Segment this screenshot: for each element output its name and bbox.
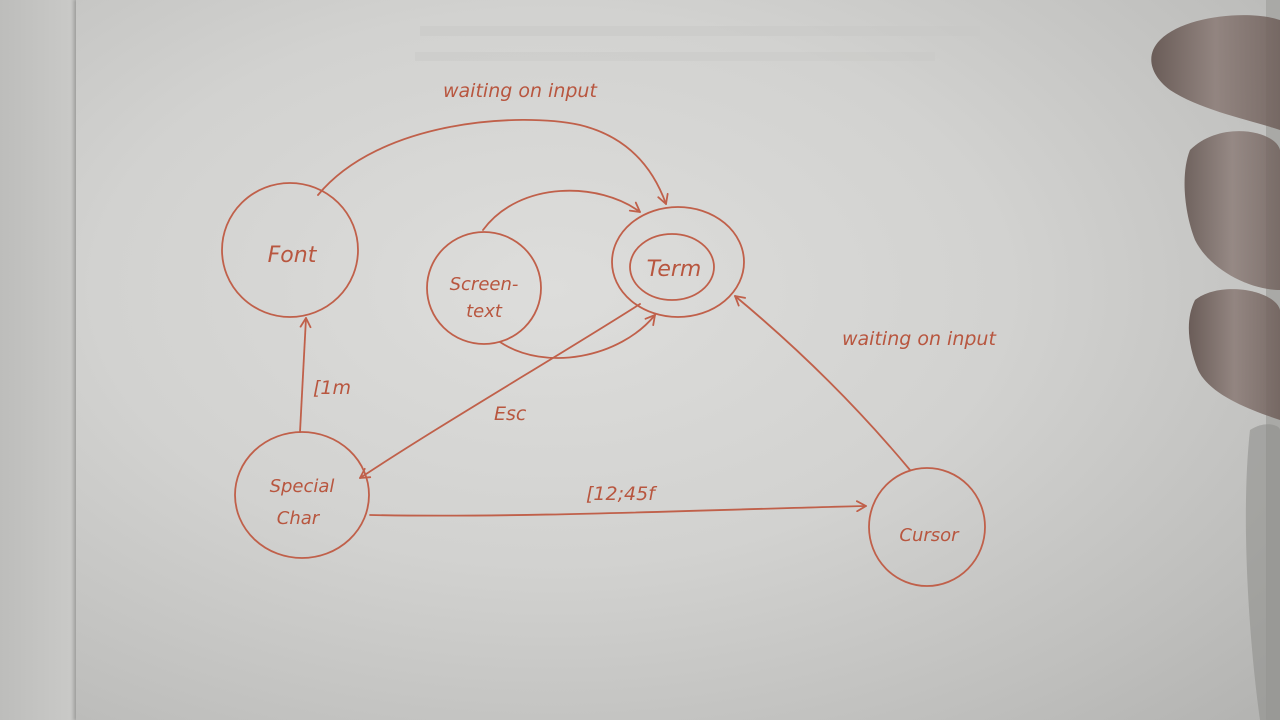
node-screen-text-label-line1: Screen- — [450, 274, 519, 295]
edge-font-to-term — [317, 119, 669, 205]
edge-cursor-to-term — [734, 295, 911, 471]
holding-hand — [1151, 15, 1280, 720]
node-term-outer-circle — [611, 206, 745, 318]
node-special-char-circle — [234, 431, 370, 559]
node-screen-text: Screen- text — [426, 231, 542, 345]
node-special-char-label-line1: Special — [270, 476, 335, 497]
edge-screen-text-to-term-top — [482, 189, 641, 231]
node-special-char-label-line2: Char — [277, 508, 321, 529]
node-font-label: Font — [268, 243, 318, 268]
node-term: Term — [611, 206, 745, 318]
edge-special-to-cursor — [369, 500, 867, 517]
finger-middle — [1184, 131, 1280, 290]
bleed-through-text — [415, 26, 980, 61]
edge-term-to-special — [359, 303, 641, 479]
edge-special-to-font — [299, 317, 312, 433]
edge-screen-text-to-term-bottom — [499, 314, 656, 359]
node-term-label: Term — [647, 257, 702, 282]
node-cursor-label: Cursor — [899, 525, 960, 546]
edge-term-to-special-label: Esc — [494, 403, 527, 425]
node-screen-text-label-line2: text — [466, 301, 503, 322]
node-screen-text-circle — [426, 231, 542, 345]
edge-special-to-cursor-label: [12;45f — [586, 483, 658, 505]
node-font: Font — [221, 182, 359, 318]
node-term-inner-circle — [629, 233, 715, 301]
palm-shadow — [1245, 424, 1280, 720]
node-cursor-circle — [868, 467, 986, 587]
node-cursor: Cursor — [868, 467, 986, 587]
node-special-char: Special Char — [234, 431, 370, 559]
edge-special-to-font-label: [1m — [313, 377, 351, 399]
edge-font-to-term-label: waiting on input — [443, 80, 598, 102]
node-font-circle — [221, 182, 359, 318]
finger-lower — [1188, 289, 1280, 420]
finger-top — [1151, 15, 1280, 130]
paper-sheet — [76, 0, 1266, 720]
edge-cursor-to-term-label: waiting on input — [842, 328, 997, 350]
